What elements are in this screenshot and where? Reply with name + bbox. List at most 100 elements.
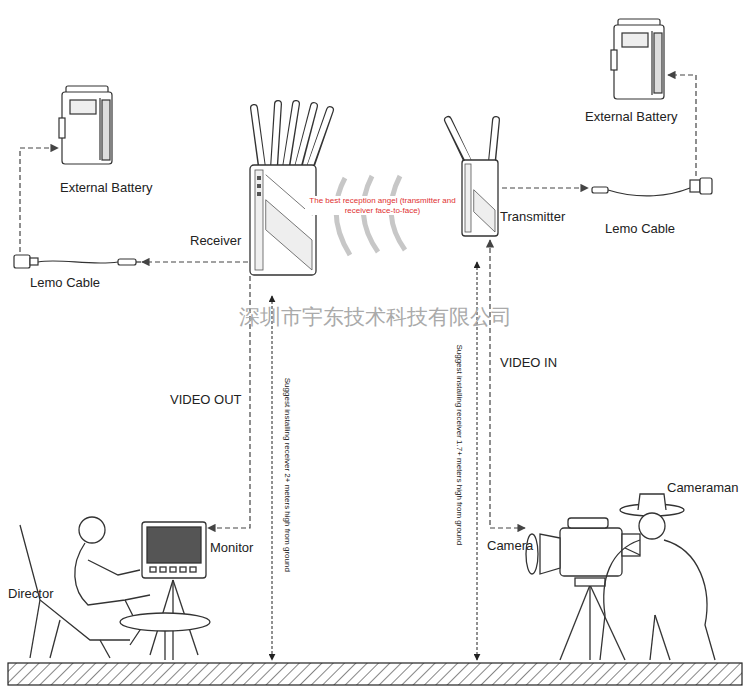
drawing-stroke [75,543,150,605]
drawing-stroke [639,513,665,539]
drawing-stroke [700,178,712,194]
note-label: Director [8,586,54,602]
drawing-stroke [180,567,186,572]
drawing-stroke [99,98,100,160]
device-label: External Battery [585,109,678,124]
drawing-stroke [590,585,625,660]
drawing-stroke [50,620,60,658]
drawing-stroke [257,176,261,180]
device-node: External Battery [610,18,668,102]
drawing-stroke [560,585,590,660]
drawing-stroke [690,180,700,192]
drawing-stroke [59,118,65,138]
signal-label: VIDEO IN [498,355,559,370]
camera-figure [526,518,640,660]
drawing-stroke [611,50,617,70]
drawing-stroke [664,540,715,660]
dashed-connector [668,75,696,176]
device-label: Lemo Cable [30,275,100,290]
battery-left [59,86,112,164]
device-label: Receiver [190,233,241,248]
monitor-figure [142,522,206,660]
battery-right [611,19,664,99]
drawing-stroke [625,548,640,555]
drawing-stroke [62,92,112,164]
cameraman-figure [600,494,715,660]
note-label: 深圳市宇东技术科技有限公司 [239,304,512,329]
ground [8,663,742,685]
drawing-stroke [14,255,30,268]
dashed-connector [490,240,525,528]
drawing-stroke [492,120,496,162]
drawing-stroke [102,100,110,160]
drawing-stroke [492,120,496,160]
lemo-cable-left [14,255,141,268]
vertical-note: Suggest installing receiver 1.7+ meters … [454,345,464,546]
drawing-stroke [650,615,655,660]
drawing-stroke [448,120,468,160]
drawing-stroke [638,494,666,510]
drawing-stroke [540,534,560,574]
drawing-stroke [655,615,670,660]
drawing-stroke [164,631,165,660]
drawing-stroke [70,100,96,114]
drawing-stroke [600,540,640,660]
device-node: Lemo Cable [588,176,712,198]
drawing-stroke [274,104,278,168]
drawing-stroke [286,104,296,166]
drawing-stroke [170,567,176,572]
drawing-stroke [100,640,110,658]
drawing-stroke [150,567,156,572]
drawing-stroke [257,192,261,196]
signal-arcs [336,176,405,255]
drawing-stroke [448,120,468,162]
device-node: External Battery [58,85,116,167]
device-node: Receiver [248,100,320,276]
drawing-stroke [254,108,262,168]
drawing-stroke [575,578,605,586]
drawing-stroke [614,25,664,99]
note-label: The best reception angel (transmitter an… [305,196,460,215]
device-node: Transmitter [440,115,502,240]
drawing-stroke [255,170,263,270]
drawing-stroke [136,261,141,262]
drawing-stroke [38,261,118,263]
drawing-stroke [651,31,652,95]
drawing-stroke [8,663,742,685]
drawing-stroke [257,184,261,188]
drawing-stroke [462,160,498,236]
drawing-stroke [190,567,196,572]
drawing-stroke [88,560,140,575]
signal-label: VIDEO OUT [168,392,244,407]
dashed-connector [20,148,58,252]
lemo-cable-right [592,178,712,196]
drawing-stroke [622,33,648,47]
drawing-stroke [250,165,316,275]
drawing-stroke [654,33,662,93]
device-label: Camera [487,538,533,553]
device-label: Transmitter [500,209,565,224]
drawing-stroke [254,104,330,166]
transmitter-device [448,120,498,236]
drawing-stroke [254,108,262,166]
drawing-stroke [310,110,330,166]
dashed-connector [142,261,248,262]
drawing-stroke [30,258,38,265]
device-label: Monitor [210,540,253,555]
drawing-stroke [120,613,210,631]
note-label: Cameraman [667,480,739,496]
drawing-stroke [336,178,350,255]
drawing-stroke [147,527,201,563]
drawing-stroke [608,188,690,196]
vertical-note: Suggest installing receiver 2+ meters hi… [282,378,292,572]
drawing-stroke [448,120,496,162]
device-node: Lemo Cable [12,252,142,270]
drawing-stroke [474,190,495,232]
device-label: External Battery [60,180,153,195]
drawing-stroke [592,187,608,193]
receiver-device [250,104,330,275]
drawing-stroke [272,296,273,660]
drawing-stroke [79,517,105,543]
